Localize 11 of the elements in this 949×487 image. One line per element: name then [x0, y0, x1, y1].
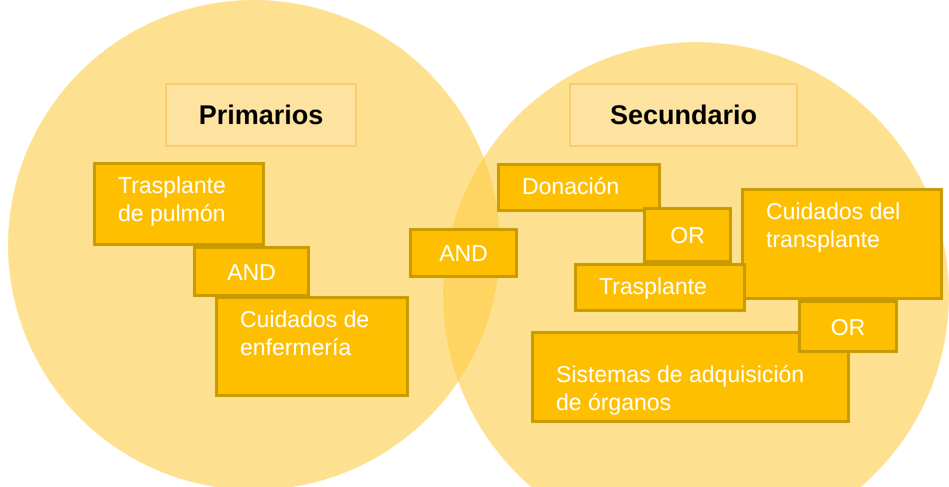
- term-box: Trasplante: [574, 263, 746, 312]
- operator-box: OR: [798, 300, 898, 353]
- term-box: Trasplante de pulmón: [93, 162, 265, 246]
- operator-box: OR: [643, 207, 732, 263]
- term-box: Cuidados del transplante: [741, 188, 943, 300]
- operator-box: AND: [409, 228, 518, 278]
- operator-box: AND: [193, 246, 310, 297]
- term-box: Donación: [497, 163, 661, 212]
- term-box: Cuidados de enfermería: [215, 296, 409, 397]
- heading-box: Secundario: [569, 83, 798, 147]
- heading-box: Primarios: [165, 83, 357, 147]
